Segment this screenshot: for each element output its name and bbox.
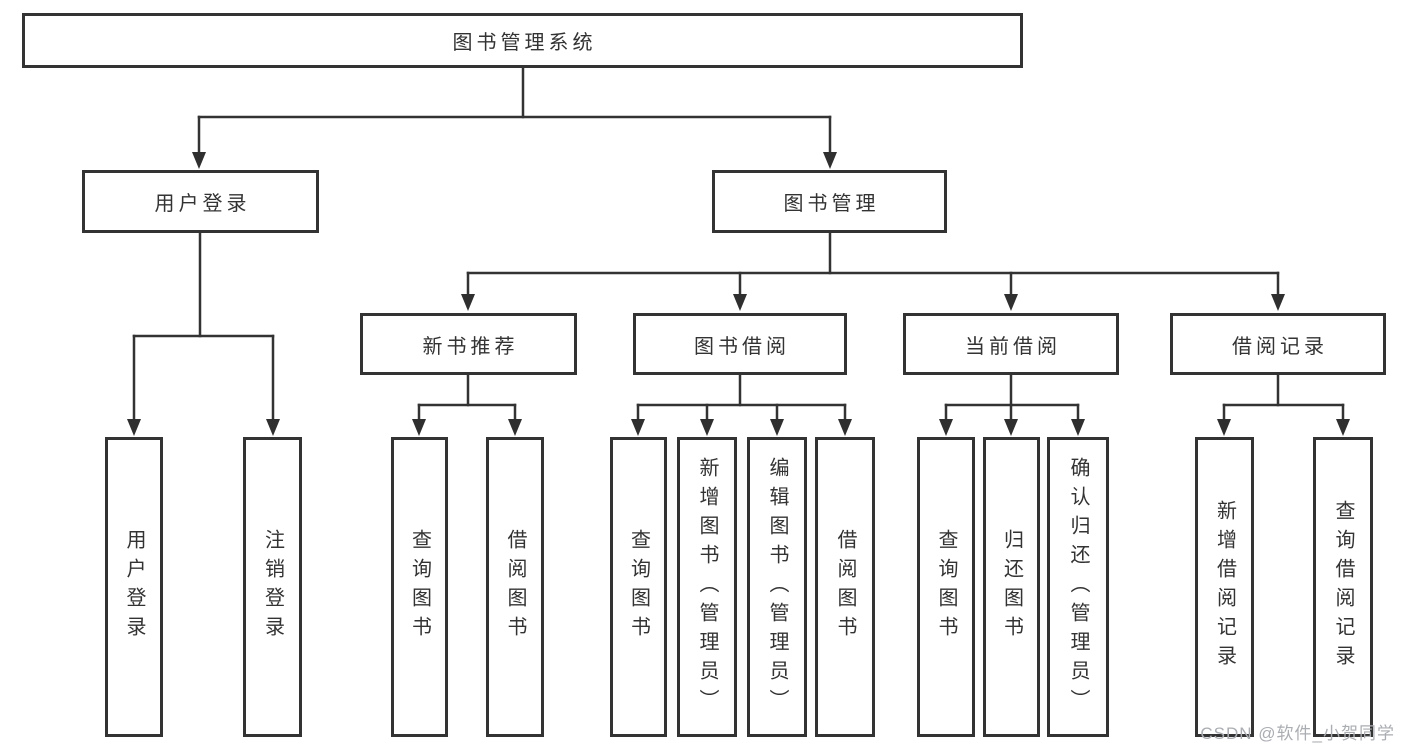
leaf-borrow-books-recommend: 借阅图书 bbox=[486, 437, 544, 737]
node-library-management-system: 图书管理系统 bbox=[22, 13, 1023, 68]
leaf-query-books-borrowing: 查询图书 bbox=[610, 437, 667, 737]
arrowheads-user-login-children bbox=[127, 419, 280, 436]
node-book-borrowing: 图书借阅 bbox=[633, 313, 847, 375]
leaf-query-borrow-record: 查询借阅记录 bbox=[1313, 437, 1373, 737]
connector-current-children bbox=[944, 373, 1080, 423]
node-book-management: 图书管理 bbox=[712, 170, 947, 233]
node-user-login: 用户登录 bbox=[82, 170, 319, 233]
leaf-add-books-admin: 新增图书（管理员） bbox=[677, 437, 737, 737]
leaf-return-books: 归还图书 bbox=[983, 437, 1040, 737]
leaf-add-borrow-record: 新增借阅记录 bbox=[1195, 437, 1254, 737]
arrowheads-level3 bbox=[461, 294, 1285, 311]
leaf-user-login: 用户登录 bbox=[105, 437, 163, 737]
connector-new-book-children bbox=[417, 373, 517, 423]
leaf-confirm-return-admin: 确认归还（管理员） bbox=[1047, 437, 1109, 737]
connector-user-login-children bbox=[132, 231, 275, 423]
connector-records-children bbox=[1222, 373, 1345, 423]
leaf-edit-books-admin: 编辑图书（管理员） bbox=[747, 437, 807, 737]
connector-borrowing-children bbox=[636, 373, 847, 423]
node-new-book-recommendation: 新书推荐 bbox=[360, 313, 577, 375]
leaf-logout: 注销登录 bbox=[243, 437, 302, 737]
node-borrowing-records: 借阅记录 bbox=[1170, 313, 1386, 375]
leaf-borrow-books: 借阅图书 bbox=[815, 437, 875, 737]
arrowheads-level2 bbox=[192, 152, 837, 169]
leaf-query-books-recommend: 查询图书 bbox=[391, 437, 448, 737]
node-current-borrowing: 当前借阅 bbox=[903, 313, 1119, 375]
connector-book-mgmt-to-level3 bbox=[466, 231, 1280, 298]
csdn-watermark: CSDN @软件_小贺同学 bbox=[1200, 724, 1395, 743]
leaf-query-books-current: 查询图书 bbox=[917, 437, 975, 737]
connector-root-to-level2 bbox=[197, 66, 832, 156]
arrowheads-leaves bbox=[412, 419, 1350, 436]
